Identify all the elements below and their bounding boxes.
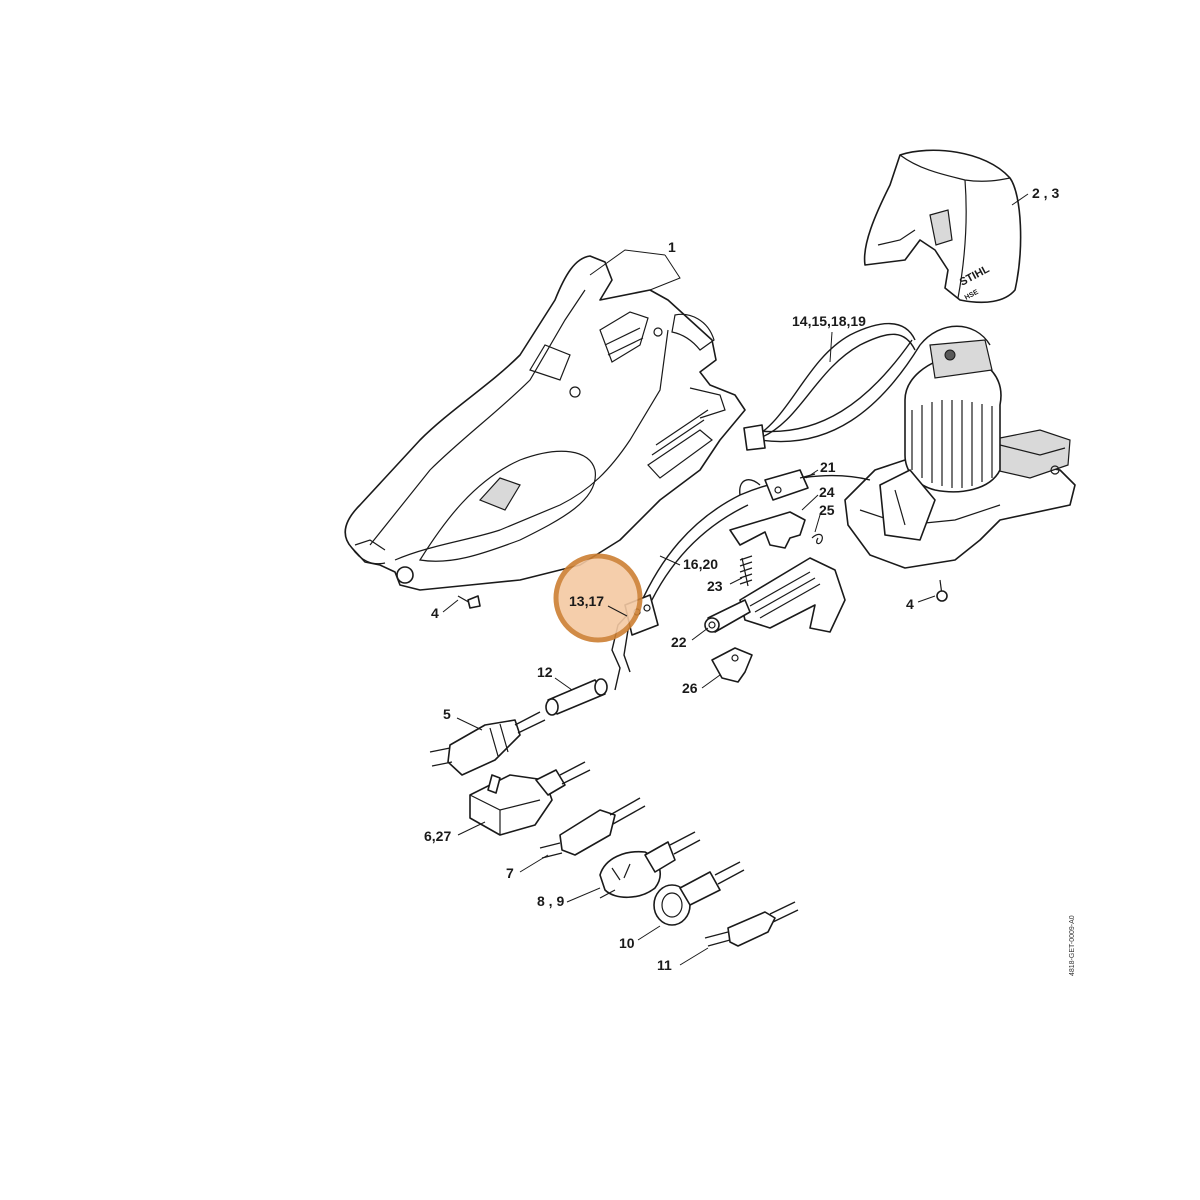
motor-assembly (844, 339, 1076, 569)
callout-26: 26 (682, 680, 698, 696)
screw-left (457, 595, 481, 609)
plug-schuko (429, 711, 546, 776)
callout-8-9: 8 , 9 (537, 893, 564, 909)
callout-1: 1 (668, 239, 676, 255)
handle-grip (739, 557, 846, 633)
micro-switch (764, 469, 816, 501)
callout-22: 22 (671, 634, 687, 650)
top-cover: STIHL HSE (863, 149, 1022, 304)
callout-23: 23 (707, 578, 723, 594)
callout-25: 25 (819, 502, 835, 518)
plug-euro-flat (539, 797, 646, 859)
screw-right (936, 579, 948, 602)
spring-25 (811, 533, 823, 545)
callout-7: 7 (506, 865, 514, 881)
callout-12: 12 (537, 664, 553, 680)
callout-24: 24 (819, 484, 835, 500)
leader-lines (442, 193, 1029, 966)
spring-23 (739, 555, 753, 587)
callout-6-27: 6,27 (424, 828, 451, 844)
trigger-lever (729, 511, 806, 549)
lock-button (711, 647, 753, 683)
callout-labels: 1 2 , 3 14,15,18,19 21 24 25 16,20 23 13… (424, 185, 1059, 973)
callout-2-3: 2 , 3 (1032, 185, 1059, 201)
callout-16-20: 16,20 (683, 556, 718, 572)
wiring-harness (611, 322, 991, 691)
plug-round (653, 861, 745, 926)
callout-13-17: 13,17 (569, 593, 604, 609)
callout-14-15-18-19: 14,15,18,19 (792, 313, 866, 329)
housing-shell (344, 255, 746, 591)
callout-4-right: 4 (906, 596, 914, 612)
callout-21: 21 (820, 459, 836, 475)
callout-5: 5 (443, 706, 451, 722)
drawing-reference: 4818-GET-0009-A0 (1069, 915, 1076, 976)
callout-10: 10 (619, 935, 635, 951)
connecting-link (704, 599, 751, 633)
plug-euro-small (704, 901, 799, 947)
plug-uk (469, 761, 591, 836)
callout-4-left: 4 (431, 605, 439, 621)
callout-11: 11 (657, 957, 672, 973)
cable-grommet (545, 678, 608, 716)
plug-australian (599, 831, 701, 899)
highlight-circle (553, 553, 643, 643)
